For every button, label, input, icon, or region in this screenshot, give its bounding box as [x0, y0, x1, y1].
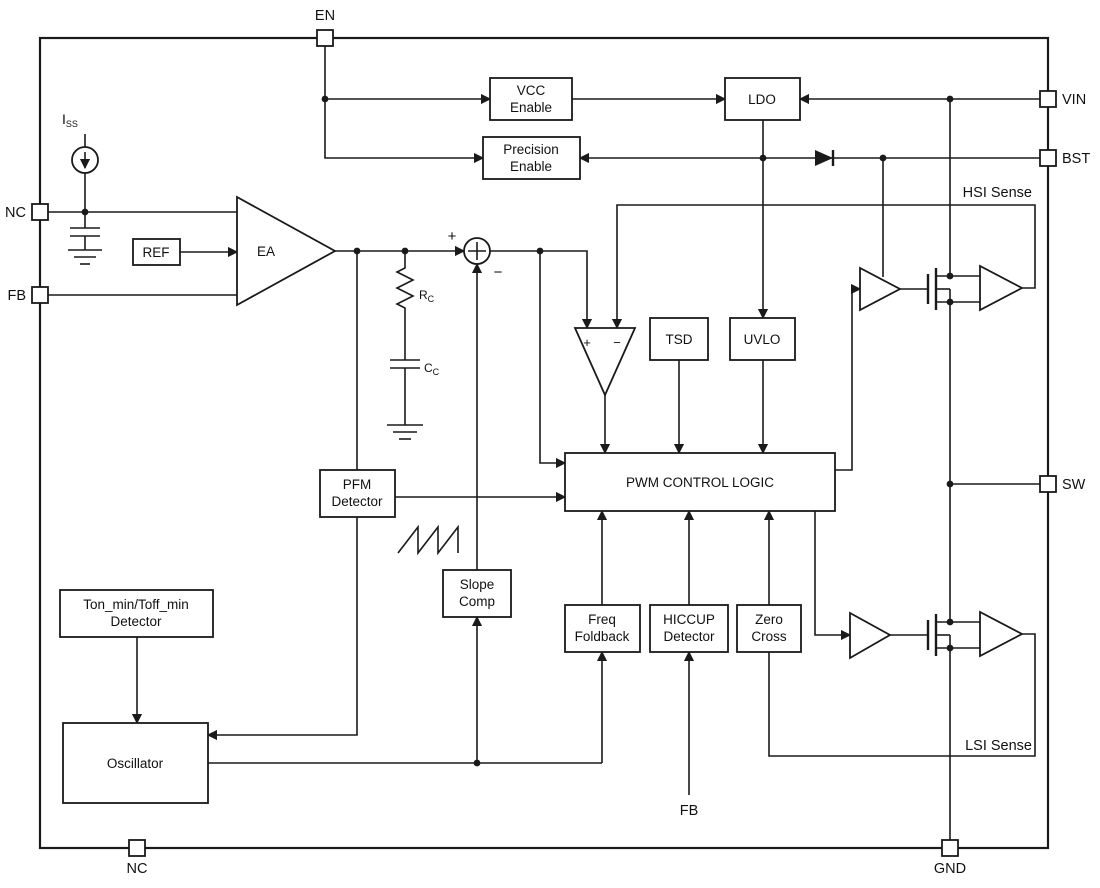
block-oscillator: Oscillator [62, 722, 209, 804]
freq-foldback-label: Freq [588, 612, 616, 627]
high-side-mosfet [926, 268, 938, 310]
pin-nc-left: NC [5, 203, 49, 221]
block-zero-cross: Zero Cross [736, 604, 802, 653]
junction-dots [81, 95, 954, 767]
high-side-driver [859, 266, 902, 312]
pin-nc-left-label: NC [5, 205, 26, 221]
lsi-sense-label: LSI Sense [965, 738, 1032, 754]
pin-gnd-label: GND [934, 861, 966, 877]
current-source-iss [71, 146, 99, 174]
sum-plus-label: + [448, 228, 457, 245]
low-side-driver [849, 611, 892, 660]
wire [814, 511, 852, 641]
ldo-label: LDO [748, 92, 776, 107]
pwm-comparator: + − [573, 327, 637, 398]
wiring [48, 44, 1040, 840]
pin-en-label: EN [315, 8, 335, 24]
zero-cross-label: Cross [751, 629, 787, 644]
summing-junction: + − [448, 228, 503, 281]
ea-label: EA [257, 244, 275, 259]
bst-diode-icon [815, 150, 835, 166]
block-precision-enable: Precision Enable [482, 136, 581, 180]
block-ref: REF [132, 238, 181, 266]
pin-bst-label: BST [1062, 151, 1090, 167]
sum-minus-label: − [494, 264, 503, 281]
wire [206, 517, 358, 741]
pfm-label: PFM [343, 477, 372, 492]
pin-bst: BST [1039, 149, 1090, 167]
wire [611, 204, 1036, 330]
ic-boundary [38, 36, 1050, 850]
block-uvlo: UVLO [729, 317, 796, 361]
pin-gnd: GND [934, 839, 966, 877]
pwm-label: PWM CONTROL LOGIC [626, 475, 774, 490]
pin-fb-left: FB [7, 286, 49, 304]
fb-bottom-label: FB [680, 803, 699, 819]
hiccup-label: HICCUP [663, 612, 715, 627]
block-freq-foldback: Freq Foldback [564, 604, 641, 653]
block-pwm-control-logic: PWM CONTROL LOGIC [564, 452, 836, 512]
hsi-sense-label: HSI Sense [963, 185, 1032, 201]
ton-toff-label: Ton_min/Toff_min [83, 597, 189, 612]
comparator-minus-label: − [613, 335, 621, 350]
block-vcc-enable: VCC Enable [489, 77, 573, 121]
freq-foldback-label: Foldback [575, 629, 630, 644]
uvlo-label: UVLO [744, 332, 781, 347]
pin-nc-bottom: NC [127, 839, 148, 877]
oscillator-label: Oscillator [107, 756, 164, 771]
cc-label: CC [424, 361, 440, 377]
pin-en: EN [315, 8, 335, 47]
block-tsd: TSD [649, 317, 709, 361]
ton-toff-label: Detector [110, 614, 162, 629]
high-side-sense-amp [979, 264, 1024, 312]
wire [835, 283, 862, 471]
pin-sw: SW [1039, 475, 1086, 493]
iss-label: ISS [62, 111, 78, 129]
rc-label: RC [419, 288, 435, 304]
ref-label: REF [143, 245, 170, 260]
wire [490, 250, 593, 330]
wire [768, 633, 1036, 757]
comparator-plus-label: + [583, 335, 591, 350]
pin-vin-label: VIN [1062, 92, 1086, 108]
block-ton-toff-detector: Ton_min/Toff_min Detector [59, 589, 214, 638]
block-ldo: LDO [724, 77, 801, 121]
pin-fb-left-label: FB [7, 288, 26, 304]
slope-comp-label: Comp [459, 594, 495, 609]
pfm-label: Detector [331, 494, 383, 509]
block-pfm-detector: PFM Detector [319, 469, 396, 518]
sawtooth-waveform-icon [397, 524, 459, 556]
pin-nc-bottom-label: NC [127, 861, 148, 877]
pin-vin: VIN [1039, 90, 1086, 108]
block-hiccup-detector: HICCUP Detector [649, 604, 729, 653]
wire [324, 44, 485, 164]
low-side-sense-amp [979, 610, 1024, 658]
hiccup-label: Detector [663, 629, 715, 644]
wire [539, 251, 567, 469]
pin-sw-label: SW [1062, 477, 1086, 493]
vcc-enable-label: VCC [517, 83, 546, 98]
low-side-mosfet [926, 614, 938, 656]
zero-cross-label: Zero [755, 612, 783, 627]
tsd-label: TSD [666, 332, 693, 347]
vcc-enable-label: Enable [510, 100, 552, 115]
resistor-rc [395, 251, 415, 360]
precision-enable-label: Enable [510, 159, 552, 174]
precision-enable-label: Precision [503, 142, 559, 157]
error-amplifier: EA [236, 195, 337, 307]
slope-comp-label: Slope [460, 577, 495, 592]
block-slope-comp: Slope Comp [442, 569, 512, 618]
